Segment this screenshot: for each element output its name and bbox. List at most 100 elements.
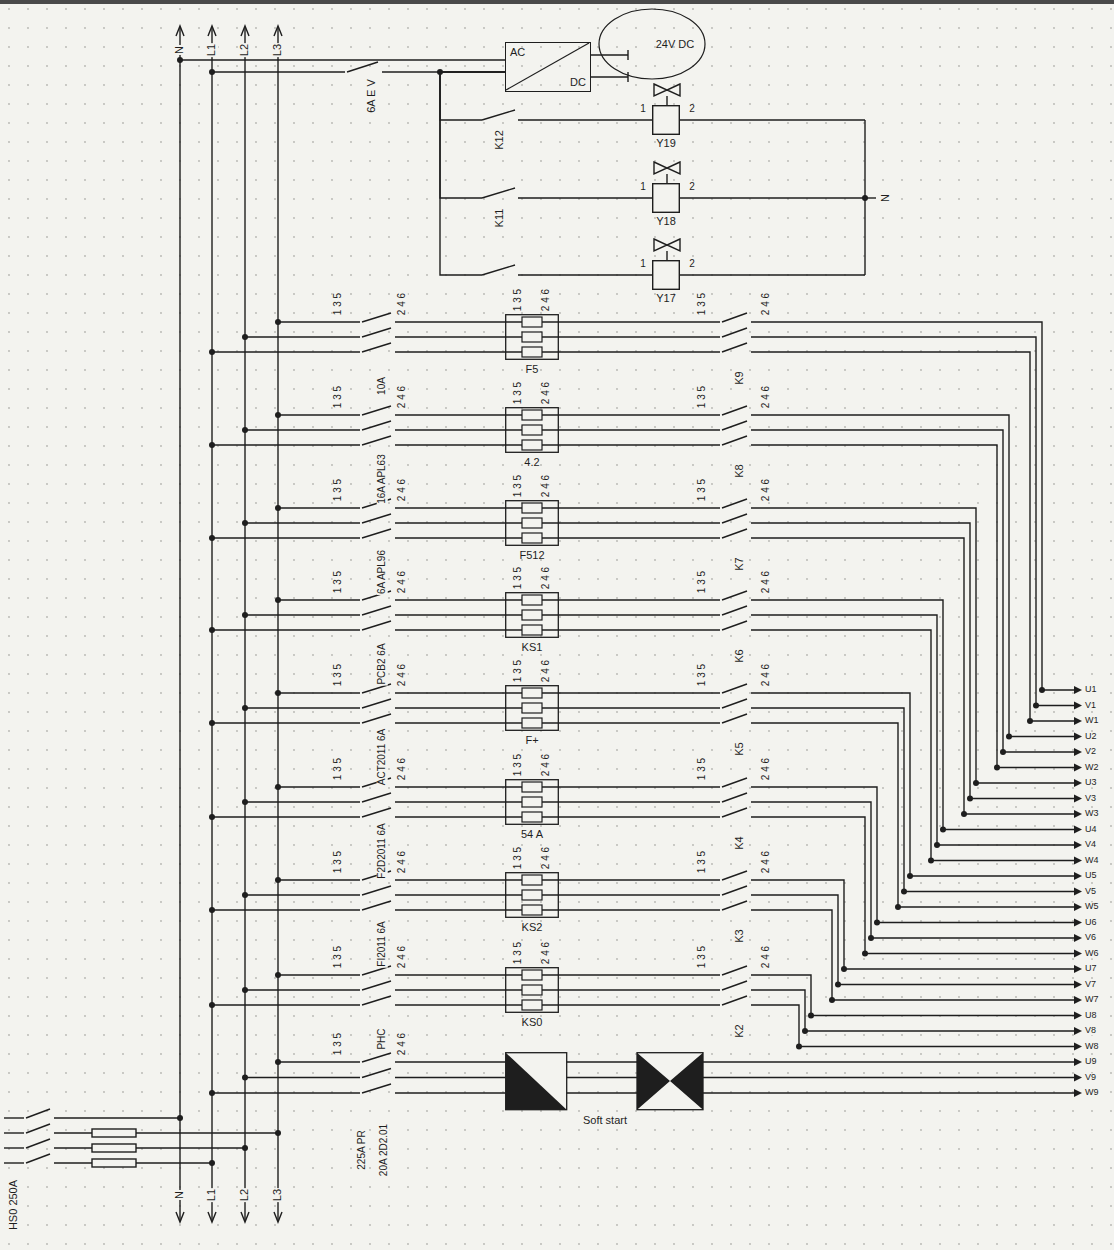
output-terminal: W8 xyxy=(1084,1042,1100,1051)
terminal-number: 2 4 6 xyxy=(761,757,772,781)
output-arrow xyxy=(1074,733,1082,741)
bus-name: N xyxy=(174,45,186,55)
soft-start-symbol xyxy=(505,1052,705,1112)
contactor-contact xyxy=(722,436,747,445)
junction-dot xyxy=(841,966,847,972)
output-arrow xyxy=(1074,872,1082,880)
feeder-wire xyxy=(395,692,720,693)
contactor-tag: K4 xyxy=(734,835,746,850)
overload-relay: F512 xyxy=(505,500,559,562)
breaker-rating: ACT2011 6A xyxy=(377,728,388,787)
junction-dot xyxy=(835,982,841,988)
valve-stem xyxy=(666,96,667,105)
output-terminal: U5 xyxy=(1084,871,1098,880)
feed-wire xyxy=(54,1147,245,1148)
neutral-wire xyxy=(180,59,505,60)
junction-dot xyxy=(242,705,248,711)
junction-dot xyxy=(275,505,281,511)
output-arrow xyxy=(1074,810,1082,818)
feeder-wire xyxy=(395,537,720,538)
breaker-contact xyxy=(362,699,391,708)
feeder-wire xyxy=(212,1092,360,1093)
switch-blade xyxy=(26,1154,50,1163)
output-arrow xyxy=(1074,1012,1082,1020)
junction-dot xyxy=(242,520,248,526)
terminal-number: 1 3 5 xyxy=(513,941,524,965)
bus-name: L2 xyxy=(239,1188,251,1202)
breaker-contact xyxy=(362,1084,391,1093)
breaker-contact xyxy=(362,996,391,1005)
terminal-number: 2 4 6 xyxy=(397,1032,408,1056)
output-arrow xyxy=(1074,764,1082,772)
output-arrow xyxy=(1074,996,1082,1004)
feeder-wire xyxy=(245,336,360,337)
terminal-number: 1 3 5 xyxy=(333,663,344,687)
output-terminal: W6 xyxy=(1084,949,1100,958)
contactor-tag: K6 xyxy=(734,648,746,663)
breaker-rating: 225A PR xyxy=(357,1129,368,1170)
wire-connector xyxy=(440,72,652,275)
feeder-wire xyxy=(395,321,720,322)
feeder-wire xyxy=(395,1061,1074,1062)
junction-dot xyxy=(242,892,248,898)
fuse-symbol xyxy=(92,1144,136,1152)
junction-dot xyxy=(275,412,281,418)
node-text: F+ xyxy=(525,734,538,746)
node-text: 4.2 xyxy=(524,456,539,468)
junction-dot xyxy=(901,889,907,895)
terminal-number: 1 3 5 xyxy=(333,385,344,409)
output-arrow xyxy=(1074,857,1082,865)
terminal-number: 1 3 5 xyxy=(333,570,344,594)
contactor-contact xyxy=(722,514,747,523)
overload-relay: KS0 xyxy=(505,967,559,1029)
feeder-wire xyxy=(212,909,360,910)
coil-return xyxy=(680,197,865,198)
feeder-wire xyxy=(278,692,360,693)
overload-relay: KS2 xyxy=(505,872,559,934)
relay-contact xyxy=(482,265,515,275)
terminal-number: 1 3 5 xyxy=(333,945,344,969)
junction-dot xyxy=(177,57,183,63)
output-terminal: V7 xyxy=(1084,980,1097,989)
output-terminal: W5 xyxy=(1084,902,1100,911)
output-arrow xyxy=(1074,841,1082,849)
bus-name: L2 xyxy=(239,43,251,57)
feeder-wire xyxy=(751,787,1074,923)
junction-dot xyxy=(961,811,967,817)
contactor-contact xyxy=(722,406,747,415)
contactor-contact xyxy=(722,996,747,1005)
feeder-wire xyxy=(212,629,360,630)
output-arrow xyxy=(1074,826,1082,834)
coil-symbol xyxy=(652,105,680,135)
breaker-contact xyxy=(362,343,391,352)
terminal-number: 2 4 6 xyxy=(761,850,772,874)
output-arrow xyxy=(1074,1089,1082,1097)
bus-name: L1 xyxy=(206,1188,218,1202)
wire-connector xyxy=(440,72,652,120)
contactor-contact xyxy=(722,886,747,895)
output-terminal: V1 xyxy=(1084,701,1097,710)
junction-dot xyxy=(829,997,835,1003)
overload-relay: KS1 xyxy=(505,592,559,654)
terminal-number: 1 3 5 xyxy=(697,757,708,781)
feeder-wire xyxy=(751,322,1074,690)
output-terminal: V5 xyxy=(1084,887,1097,896)
output-arrow xyxy=(1074,748,1082,756)
relay-symbol xyxy=(505,872,559,918)
feeder-wire xyxy=(751,817,1074,954)
output-arrow xyxy=(1074,717,1082,725)
bus-arrow xyxy=(176,1212,184,1222)
output-terminal: W3 xyxy=(1084,809,1100,818)
junction-dot xyxy=(802,1028,808,1034)
junction-dot xyxy=(209,349,215,355)
terminal-number: 2 4 6 xyxy=(397,385,408,409)
terminal-number: 2 4 6 xyxy=(761,570,772,594)
terminal-number: 1 3 5 xyxy=(513,659,524,683)
breaker-rating: F2D2011 6A xyxy=(377,822,388,879)
contactor-contact xyxy=(722,901,747,910)
breaker-contact xyxy=(362,714,391,723)
valve-stem xyxy=(666,251,667,260)
contactor-tag: K7 xyxy=(734,556,746,571)
feeder-wire xyxy=(751,895,1074,985)
bus-name: L1 xyxy=(206,43,218,57)
